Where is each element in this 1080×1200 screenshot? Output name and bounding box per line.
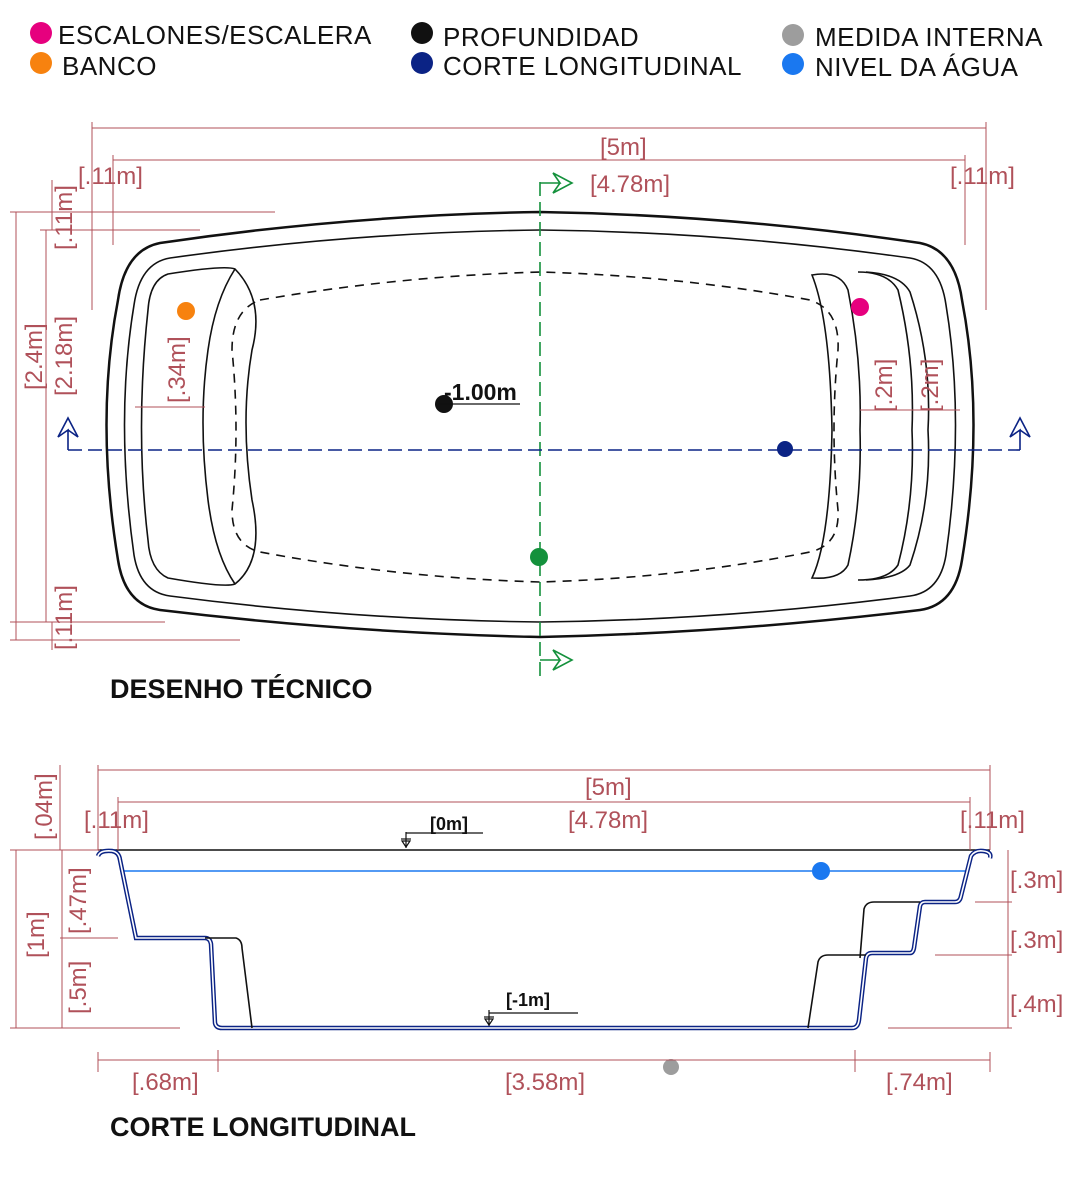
depth-marker-icon	[411, 22, 433, 44]
section-dim-depth: [1m]	[23, 911, 50, 958]
legend-item-internal: MEDIDA INTERNA	[782, 22, 1043, 52]
level-top-label: [0m]	[430, 814, 468, 834]
bench-marker	[177, 302, 195, 320]
section-dim-bottom-left: [.68m]	[132, 1069, 199, 1096]
plan-dim-step-1: [.2m]	[871, 359, 898, 412]
section-dim-lower-height: [.5m]	[65, 961, 92, 1014]
plan-title: DESENHO TÉCNICO	[110, 673, 373, 704]
legend-item-water: NIVEL DA ÁGUA	[782, 52, 1019, 82]
section-dim-bench-height: [.47m]	[65, 867, 92, 934]
legend-item-depth: PROFUNDIDAD	[411, 22, 639, 52]
step-edge-2	[857, 271, 914, 581]
longitudinal-arrow-right-icon	[1009, 416, 1031, 450]
water-marker-icon	[782, 53, 804, 75]
section-marker	[777, 441, 793, 457]
step-edge-3	[865, 271, 930, 581]
pool-floor-dashed-outline	[231, 271, 839, 583]
plan-dim-rim-top: [.11m]	[51, 185, 78, 250]
water-level-marker	[812, 862, 830, 880]
section-arrow-top-icon	[540, 172, 574, 194]
bench-marker-icon	[30, 52, 52, 74]
section-dim-total-length: [5m]	[585, 774, 632, 801]
depth-label: -1.00m	[444, 379, 517, 405]
section-dim-rim-right: [.11m]	[960, 807, 1025, 834]
legend-label: MEDIDA INTERNA	[815, 22, 1043, 52]
section-dim-bottom-right: [.74m]	[886, 1069, 953, 1096]
plan-view: -1.00m [5m] [4.78m] [.11m] [.11m] [2.4m]…	[10, 122, 1031, 704]
plan-dim-bench-width: [.34m]	[164, 336, 191, 403]
section-dim-step-r2: [.3m]	[1010, 927, 1063, 954]
section-dim-rim-left: [.11m]	[84, 807, 149, 834]
legend-label: BANCO	[62, 51, 157, 81]
section-dim-bottom-mid: [3.58m]	[505, 1069, 585, 1096]
level-bottom-label: [-1m]	[506, 990, 550, 1010]
plan-dim-rim-bottom: [.11m]	[51, 585, 78, 650]
level-bottom-symbol: [-1m]	[483, 990, 578, 1027]
section-dim-step-r3: [.4m]	[1010, 991, 1063, 1018]
longitudinal-arrow-left-icon	[57, 416, 79, 450]
step-edge-1	[810, 273, 862, 580]
section-dim-step-r1: [.3m]	[1010, 867, 1063, 894]
section-dim-rim-height: [.04m]	[31, 773, 58, 840]
legend-item-bench: BANCO	[30, 51, 157, 81]
pool-outer-outline	[105, 210, 975, 639]
section-axis-marker	[530, 548, 548, 566]
legend-item-section: CORTE LONGITUDINAL	[411, 51, 742, 81]
steps-marker-icon	[30, 22, 52, 44]
plan-dimensions: [5m] [4.78m] [.11m] [.11m] [2.4m] [2.18m…	[10, 122, 1015, 650]
pool-section-profile-inner	[97, 850, 992, 1029]
section-marker-icon	[411, 52, 433, 74]
stair-step-outline	[807, 901, 920, 1029]
internal-marker-icon	[782, 24, 804, 46]
legend: ESCALONES/ESCALERA BANCO PROFUNDIDAD COR…	[30, 20, 1043, 82]
internal-measure-marker	[663, 1059, 679, 1075]
bench-inner-edge	[202, 268, 236, 585]
section-dim-inner-length: [4.78m]	[568, 807, 648, 834]
legend-label: PROFUNDIDAD	[443, 22, 639, 52]
legend-label: CORTE LONGITUDINAL	[443, 51, 742, 81]
plan-dim-inner-length: [4.78m]	[590, 171, 670, 198]
plan-dim-rim-left: [.11m]	[78, 163, 143, 190]
plan-dim-total-length: [5m]	[600, 134, 647, 161]
legend-label: ESCALONES/ESCALERA	[58, 20, 372, 50]
section-title: CORTE LONGITUDINAL	[110, 1112, 416, 1142]
plan-dim-inner-width: [2.18m]	[51, 316, 78, 396]
level-top-symbol: [0m]	[400, 814, 483, 849]
plan-dim-total-width: [2.4m]	[21, 323, 48, 390]
steps-marker	[851, 298, 869, 316]
legend-label: NIVEL DA ÁGUA	[815, 52, 1019, 82]
section-dimensions: [5m] [4.78m] [.11m] [.11m] [.04m] [1m] […	[10, 765, 1063, 1096]
section-arrow-bottom-icon	[540, 649, 574, 671]
bench-step-outline	[205, 937, 253, 1029]
legend-item-steps: ESCALONES/ESCALERA	[30, 20, 372, 50]
plan-dim-step-2: [.2m]	[917, 359, 944, 412]
pool-inner-rim	[123, 229, 957, 623]
plan-dim-rim-right: [.11m]	[950, 163, 1015, 190]
section-view: [0m] [-1m] [5m] [4.78m] [.11m] [.11m] [.…	[10, 765, 1063, 1142]
